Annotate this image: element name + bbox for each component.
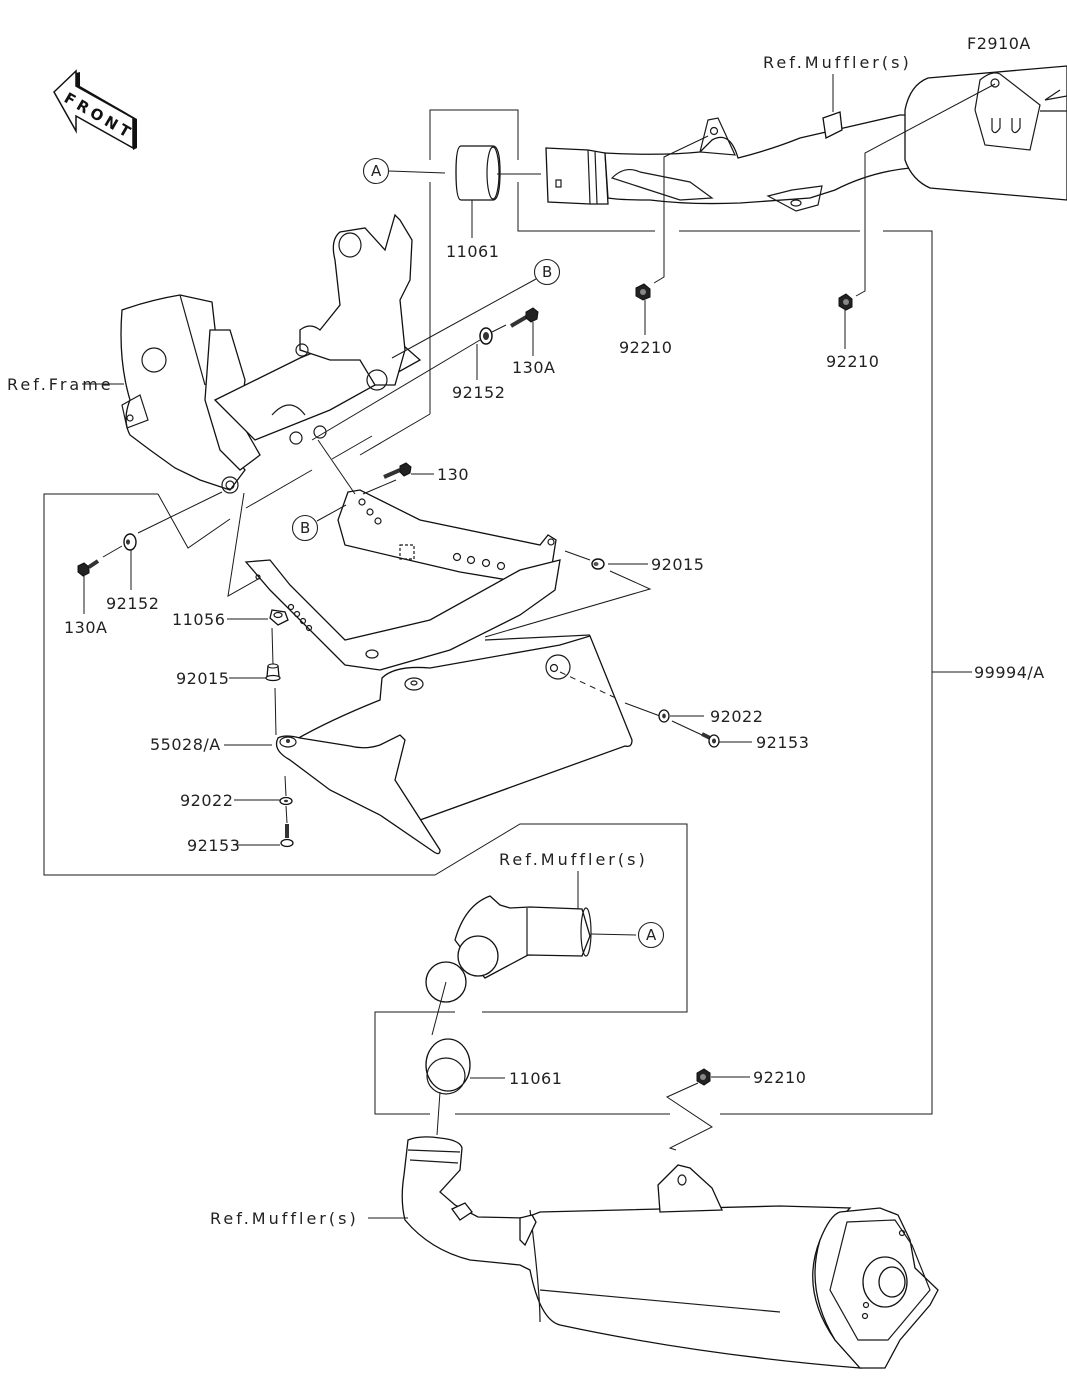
leader-line [671,720,703,736]
leader-line [316,504,347,522]
leader-line [137,491,223,534]
screw-92153-right-icon [701,732,720,748]
leader-line [391,278,537,359]
part-label-11056: 11056 [172,610,225,629]
header-pipe-top [545,65,1067,212]
part-label-92015-left: 92015 [176,669,229,688]
leader-line [665,1082,713,1151]
leader-line [484,570,652,638]
svg-text:A: A [371,162,382,180]
part-label-92015-right: 92015 [651,555,704,574]
part-label-130: 130 [437,465,469,484]
washer-92022-right-icon [658,709,670,723]
diagram-code: F2910A [967,34,1031,53]
collar-92015-left-icon [265,663,281,682]
nut-92210-left-icon [635,283,651,301]
part-label-92152-left: 92152 [106,594,159,613]
leader-line [653,135,709,284]
leader-line [102,545,123,558]
bolt-130A-top-icon [509,307,539,328]
leader-line [362,479,397,495]
svg-text:B: B [542,263,552,281]
part-label-130A-top: 130A [512,358,555,377]
muffler-bottom [401,1136,939,1369]
part-label-55028A: 55028/A [150,735,221,754]
marker-b-mid: B [291,514,319,542]
part-label-92210-bottom: 92210 [753,1068,806,1087]
ref-muffler-label-mid: Ref.Muffler(s) [499,850,648,869]
svg-text:A: A [646,926,657,944]
leader-line [317,439,356,495]
part-label-130A-left: 130A [64,618,107,637]
part-label-92022-left: 92022 [180,791,233,810]
marker-a-top: A [362,157,390,185]
part-label-99994A: 99994/A [974,663,1045,682]
bolt-130-icon [383,462,412,479]
leader-line [284,775,287,797]
leader-line [227,492,261,597]
ref-muffler-label-bottom: Ref.Muffler(s) [210,1209,359,1228]
leader-line [624,702,661,717]
leader-line [311,339,481,441]
leader-line [431,981,447,1036]
part-label-92210-right: 92210 [826,352,879,371]
frame [120,213,422,494]
leader-line [436,1091,441,1136]
part-label-92152-top: 92152 [452,383,505,402]
ref-muffler-label-top: Ref.Muffler(s) [763,53,912,72]
part-label-11061-top: 11061 [446,242,499,261]
leader-line [285,805,288,824]
screw-92153-left-icon [280,824,294,848]
cover-55028A [275,734,441,855]
marker-a-mid: A [637,921,665,949]
part-label-92022-right: 92022 [710,707,763,726]
leader-line [388,170,446,174]
washer-92152-left-icon [123,533,137,551]
leader-line [855,83,996,297]
part-label-92153-right: 92153 [756,733,809,752]
part-label-92210-left: 92210 [619,338,672,357]
bolt-130A-left-icon [77,559,100,577]
gasket-11061-top [455,145,501,201]
gasket-11061-bottom [425,1038,471,1095]
part-label-11061-bottom: 11061 [509,1069,562,1088]
leader-line [491,324,507,333]
nut-92210-right-icon [838,293,853,311]
leader-line [590,933,637,936]
marker-b-top: B [533,258,561,286]
nut-92210-bottom-icon [696,1068,711,1086]
svg-text:B: B [300,519,310,537]
washer-92152-top-icon [479,327,493,345]
leader-line [274,687,277,736]
muffler-elbow [425,895,592,1003]
hanger-bracket [244,489,561,671]
part-label-92153-left: 92153 [187,836,240,855]
washer-92022-left-icon [279,796,293,806]
ref-frame-label: Ref.Frame [7,375,114,394]
grouping-lines [43,109,972,1115]
leader-line [564,550,591,561]
front-arrow-icon: FRONT [53,69,137,150]
leader-line [271,627,274,666]
collar-92015-right-icon [591,558,605,570]
